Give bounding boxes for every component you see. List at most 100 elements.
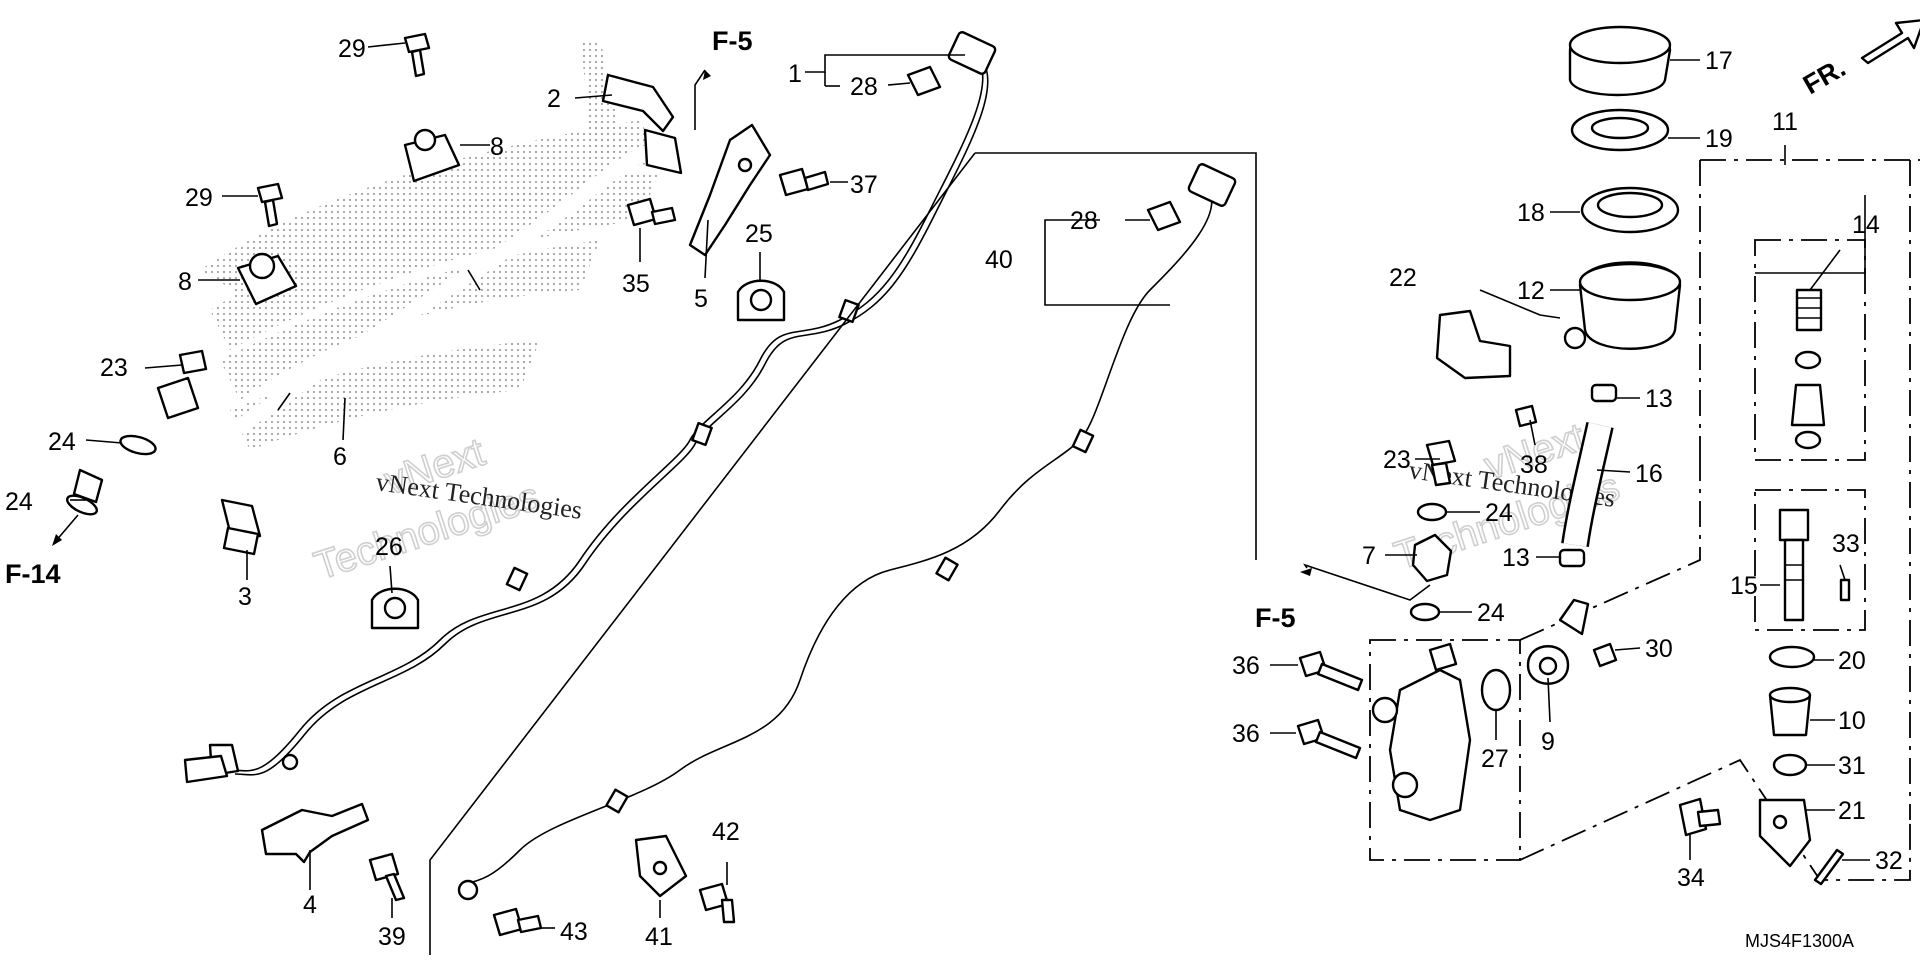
callout-33: 33 [1832,530,1860,558]
callout-13b: 13 [1502,544,1530,572]
callout-18: 18 [1517,199,1545,227]
callout-28a: 28 [850,73,878,101]
callout-30: 30 [1645,635,1673,663]
piston-15 [1778,508,1810,622]
pin-34 [1678,797,1722,837]
boot-10 [1768,686,1812,737]
connector-9 [1526,598,1590,685]
bracket-4 [260,802,370,864]
callout-40: 40 [985,246,1013,274]
wing-logo-halftone [200,40,660,450]
callout-35: 35 [622,270,650,298]
washers-24-right [1409,502,1448,622]
callout-41: 41 [645,923,673,951]
cap-17 [1568,25,1672,97]
diaphragm-18 [1580,186,1680,234]
circlip-20 [1768,645,1816,669]
bracket-5 [688,123,772,257]
bolt-29-top [403,32,431,78]
callout-36a: 36 [1232,652,1260,680]
callout-10: 10 [1838,707,1866,735]
callout-31: 31 [1838,752,1866,780]
cotter-pin-32 [1813,848,1845,886]
plate-19 [1570,108,1670,152]
callout-22: 22 [1389,264,1417,292]
callout-38: 38 [1520,451,1548,479]
bracket-41 [634,834,688,898]
callout-42: 42 [712,818,740,846]
bolt-38 [1514,404,1538,428]
callout-labels: 29 2 8 29 8 23 24 24 6 3 26 1 28 37 25 3… [5,35,1903,951]
callout-25: 25 [745,220,773,248]
callout-39: 39 [378,923,406,951]
reference-f14: F-14 [5,559,61,589]
callout-9: 9 [1541,728,1555,756]
callout-13a: 13 [1645,385,1673,413]
callout-34: 34 [1677,864,1705,892]
bracket-2 [601,73,683,175]
callout-20: 20 [1838,647,1866,675]
callout-5: 5 [694,285,708,313]
reference-f5-top: F-5 [712,26,753,56]
clip-13-top [1590,383,1618,403]
front-direction-arrow: FR. [1798,19,1920,100]
callout-2: 2 [547,85,561,113]
callout-23a: 23 [100,354,128,382]
callout-16: 16 [1635,460,1663,488]
callout-14: 14 [1852,211,1880,239]
bolt-37 [778,167,830,197]
callout-24d: 24 [1477,599,1505,627]
callout-28b: 28 [1070,207,1098,235]
spring-14 [1790,288,1826,450]
clip-28-mid [1146,200,1182,232]
cable-1 [183,31,997,784]
callout-32: 32 [1875,847,1903,875]
callout-24b: 24 [5,488,33,516]
clip-13-bottom [1558,548,1586,568]
grommet-26 [370,587,420,630]
nut-31 [1772,753,1808,777]
callout-26: 26 [375,533,403,561]
diagram-code: MJS4F1300A [1745,931,1854,951]
callout-17: 17 [1705,47,1733,75]
section-references: F-5 F-14 F-5 [5,26,1296,633]
callout-36b: 36 [1232,720,1260,748]
bolt-43 [492,907,543,937]
callout-8a: 8 [490,133,504,161]
callout-6: 6 [333,443,347,471]
bolt-42 [698,882,736,924]
clip-28-top [906,65,942,97]
bolt-36-top [1298,650,1364,692]
callout-15: 15 [1730,572,1758,600]
callout-4: 4 [303,891,317,919]
callout-12: 12 [1517,277,1545,305]
reservoir-12 [1563,261,1682,350]
callout-7: 7 [1362,542,1376,570]
clamp-8-mid [236,252,298,306]
callout-27: 27 [1481,745,1509,773]
clamp-3 [220,498,262,556]
bracket-22 [1435,309,1512,380]
clamp-8-top [403,128,461,183]
o-ring-27 [1480,668,1512,712]
bolt-23-left [156,349,208,420]
hose-16 [1561,421,1614,548]
pin-33 [1839,578,1851,602]
clevis-21 [1758,798,1812,868]
cable-40 [429,152,1257,955]
callout-37: 37 [850,171,878,199]
bolt-35 [626,197,677,227]
bolt-36-bottom [1296,718,1362,760]
front-direction-label: FR. [1798,52,1851,100]
callout-3: 3 [238,583,252,611]
callout-24a: 24 [48,428,76,456]
callout-11: 11 [1772,108,1798,136]
callout-24c: 24 [1485,499,1513,527]
callout-43: 43 [560,918,588,946]
callout-1: 1 [788,60,802,88]
callout-23b: 23 [1383,446,1411,474]
callout-29b: 29 [185,184,213,212]
callout-21: 21 [1838,797,1866,825]
joint-7 [1411,533,1453,583]
